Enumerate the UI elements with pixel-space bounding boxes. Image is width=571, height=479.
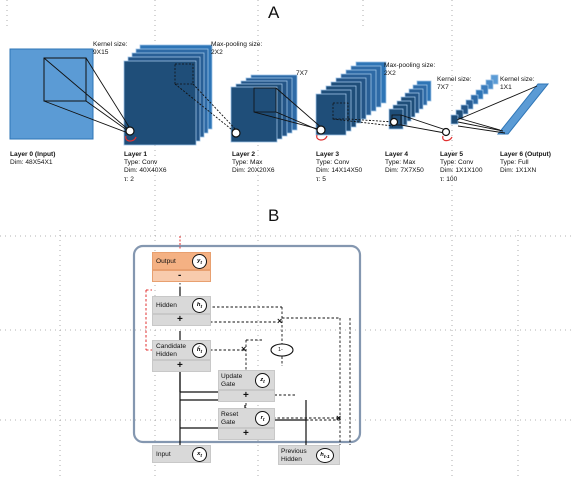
candidate-sum-sign: + — [177, 360, 183, 371]
layer6-output-bar — [496, 83, 550, 135]
reset-symbol-icon: rt — [255, 411, 270, 426]
layer1-stack — [123, 44, 213, 146]
reset-sum-block — [218, 428, 275, 440]
kernel-size-1: Kernel size:9X15 — [93, 41, 128, 57]
multiply-sign-3: × — [336, 413, 342, 423]
reset-sum-sign: + — [243, 428, 249, 439]
layer0-caption: Layer 0 (Input)Dim: 48X54X1 — [10, 151, 56, 167]
previous-symbol-icon: ht-1 — [316, 448, 334, 463]
panel-a-letter: A — [268, 3, 280, 22]
kernel-size-2: 7X7 — [296, 70, 308, 77]
update-symbol-icon: zt — [255, 373, 270, 388]
panel-b-letter: B — [268, 206, 280, 225]
kernel-size-4: Kernel size:1X1 — [500, 76, 535, 92]
output-op-block — [152, 270, 211, 282]
one-minus-label: 1- — [278, 347, 283, 353]
hidden-sum-block — [152, 314, 211, 326]
output-label: Output — [156, 258, 176, 265]
layer2-stack — [230, 74, 298, 143]
hidden-sum-sign: + — [177, 314, 183, 325]
output-op-sign: - — [178, 270, 182, 281]
hidden-symbol-icon: ht — [192, 298, 207, 313]
hidden-label: Hidden — [156, 302, 177, 309]
update-sum-sign: + — [243, 390, 249, 401]
maxpool-size-2: Max-pooling size:2X2 — [384, 62, 436, 78]
update-sum-block — [218, 390, 275, 402]
cnn-diagram — [9, 44, 550, 146]
multiply-sign-1: × — [277, 316, 283, 326]
input-label: Input — [156, 451, 171, 458]
layer3-stack — [315, 61, 387, 136]
candidate-symbol-icon: ĥt — [192, 343, 207, 358]
output-symbol-icon: yt — [192, 254, 207, 269]
kernel-size-3: Kernel size:7X7 — [437, 76, 472, 92]
layer5-stack — [450, 74, 499, 125]
neuron-icons — [125, 117, 453, 142]
candidate-sum-block — [152, 360, 211, 372]
input-symbol-icon: xt — [192, 447, 207, 462]
multiply-sign-2: × — [241, 344, 247, 354]
maxpool-size-1: Max-pooling size:2X2 — [211, 41, 263, 57]
